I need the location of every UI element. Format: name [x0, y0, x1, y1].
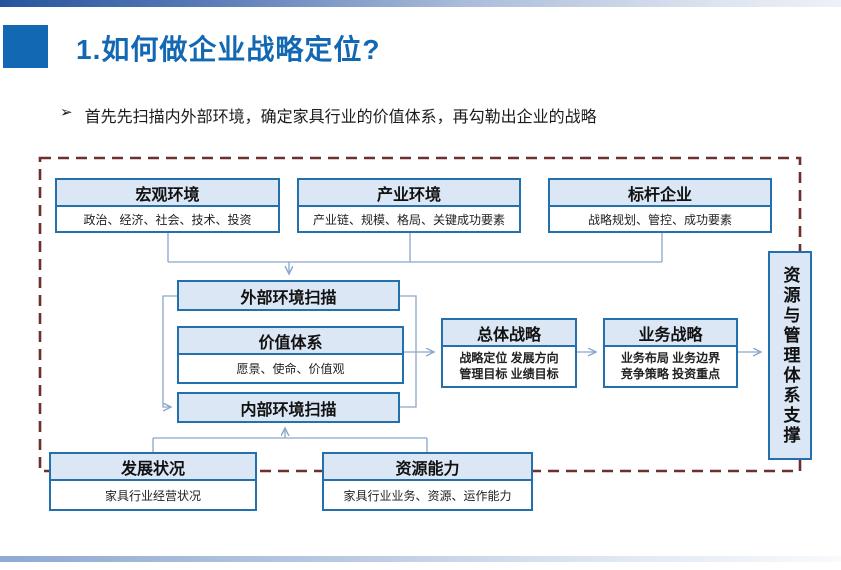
overall-strategy-box: 总体战略 战略定位 发展方向 管理目标 业绩目标: [441, 318, 577, 388]
industry-environment-box: 产业环境 产业链、规模、格局、关键成功要素: [297, 178, 521, 233]
macro-environment-box: 宏观环境 政治、经济、社会、技术、投资: [55, 178, 280, 233]
development-status-title: 发展状况: [51, 454, 255, 481]
top-accent-bar: [0, 0, 841, 7]
macro-environment-title: 宏观环境: [57, 180, 278, 207]
bottom-accent-bar: [0, 556, 841, 562]
resource-management-support-label: 资源与管理体系支撑: [780, 265, 800, 446]
business-strategy-line2: 竞争策略 投资重点: [620, 366, 721, 381]
value-system-box: 价值体系 愿景、使命、价值观: [177, 326, 404, 384]
business-strategy-line1: 业务布局 业务边界: [620, 350, 721, 365]
development-status-items: 家具行业经营状况: [51, 481, 255, 509]
benchmark-enterprise-title: 标杆企业: [550, 180, 770, 207]
title-accent-square: [3, 25, 48, 68]
intro-bullet: ➢ 首先先扫描内外部环境，确定家具行业的价值体系，再勾勒出企业的战略: [60, 103, 780, 127]
benchmark-enterprise-items: 战略规划、管控、成功要素: [550, 207, 770, 231]
overall-strategy-line2: 管理目标 业绩目标: [459, 366, 559, 381]
intro-bullet-text: 首先先扫描内外部环境，确定家具行业的价值体系，再勾勒出企业的战略: [84, 109, 597, 126]
business-strategy-box: 业务战略 业务布局 业务边界 竞争策略 投资重点: [603, 318, 738, 388]
external-scan-box: 外部环境扫描: [177, 280, 400, 311]
overall-strategy-title: 总体战略: [443, 320, 575, 347]
benchmark-enterprise-box: 标杆企业 战略规划、管控、成功要素: [548, 178, 772, 233]
development-status-box: 发展状况 家具行业经营状况: [49, 452, 257, 511]
resource-capability-title: 资源能力: [324, 454, 531, 481]
industry-environment-items: 产业链、规模、格局、关键成功要素: [299, 207, 519, 231]
business-strategy-title: 业务战略: [605, 320, 736, 347]
business-strategy-items: 业务布局 业务边界 竞争策略 投资重点: [605, 347, 736, 386]
resource-capability-items: 家具行业业务、资源、运作能力: [324, 481, 531, 509]
value-system-items: 愿景、使命、价值观: [179, 355, 402, 382]
overall-strategy-items: 战略定位 发展方向 管理目标 业绩目标: [443, 347, 575, 386]
value-system-title: 价值体系: [179, 328, 402, 355]
macro-environment-items: 政治、经济、社会、技术、投资: [57, 207, 278, 231]
bullet-arrow-icon: ➢: [60, 104, 73, 121]
page-title: 1.如何做企业战略定位?: [76, 34, 381, 65]
overall-strategy-line1: 战略定位 发展方向: [459, 350, 559, 365]
internal-scan-box: 内部环境扫描: [177, 392, 400, 423]
resource-management-support-box: 资源与管理体系支撑: [768, 251, 812, 460]
resource-capability-box: 资源能力 家具行业业务、资源、运作能力: [322, 452, 533, 511]
industry-environment-title: 产业环境: [299, 180, 519, 207]
